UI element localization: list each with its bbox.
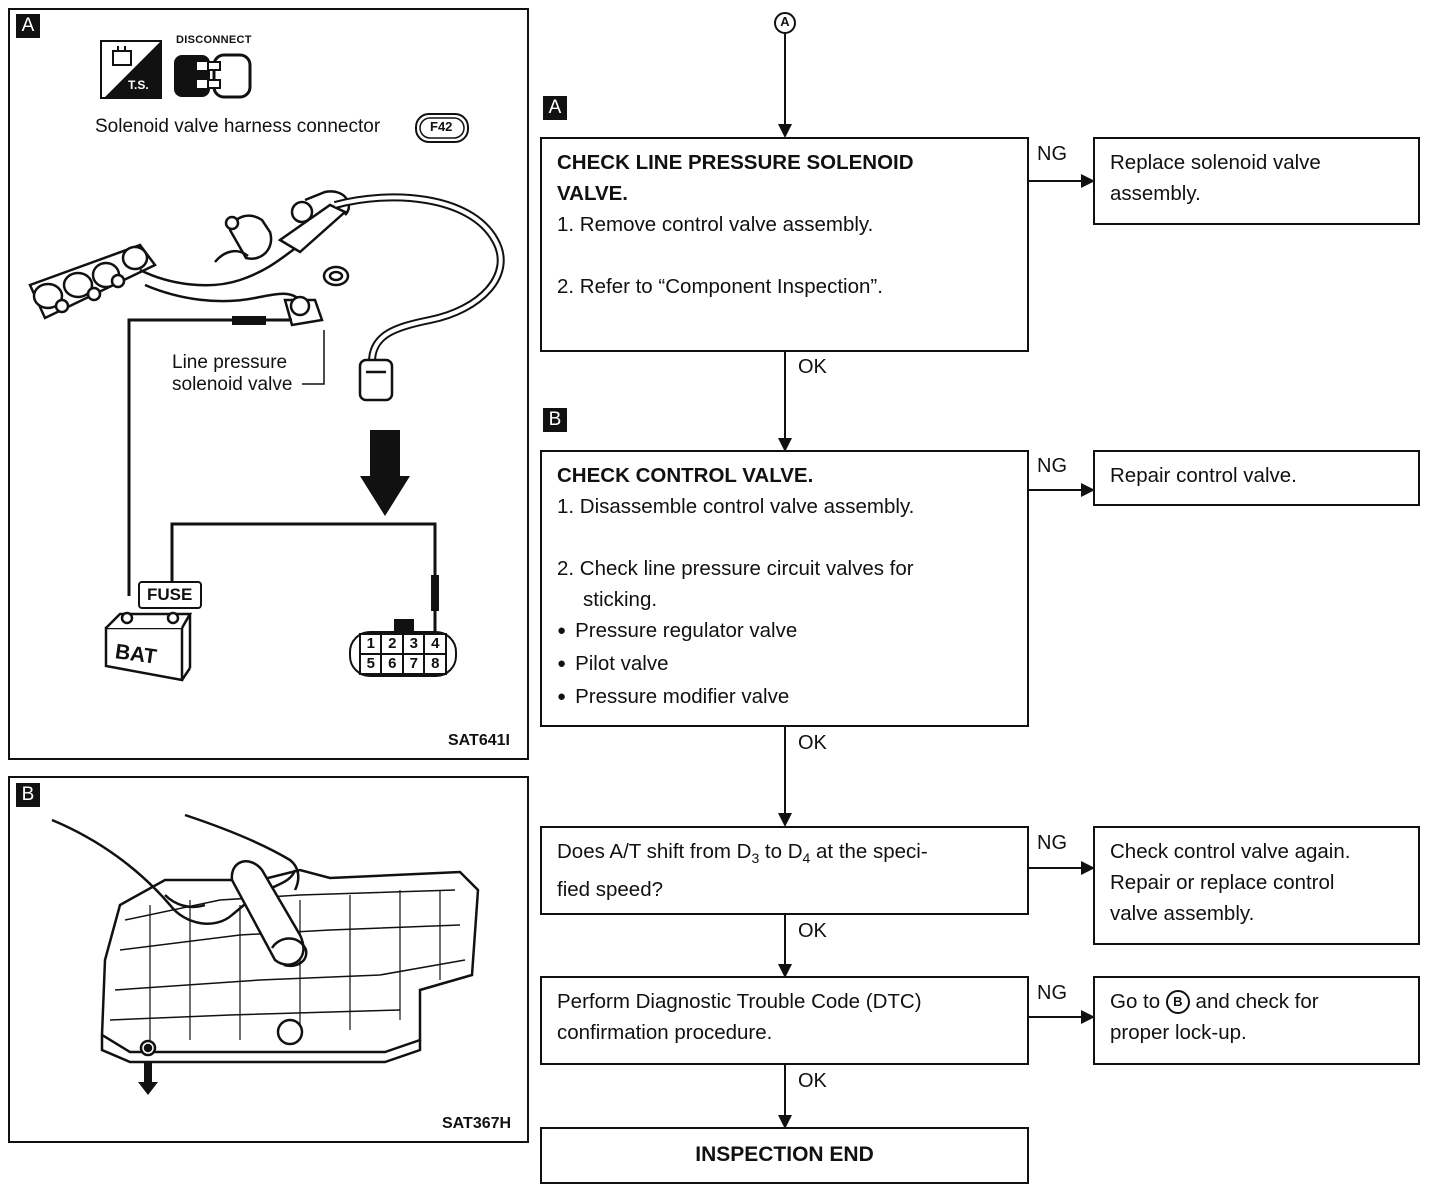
ts-label: T.S. <box>128 78 149 92</box>
check-line-pressure-solenoid-box: CHECK LINE PRESSURE SOLENOID VALVE. 1. R… <box>540 137 1029 352</box>
inspection-end-box: INSPECTION END <box>540 1127 1029 1184</box>
box2-title: CHECK CONTROL VALVE. <box>557 464 814 487</box>
step-b-tag: B <box>543 408 567 432</box>
box3-ng-line-2: Repair or replace control <box>1110 871 1335 894</box>
box3-line-2: fied speed? <box>557 878 664 902</box>
pin-6: 6 <box>388 655 397 672</box>
check-control-valve-again-box: Check control valve again. Repair or rep… <box>1093 826 1420 945</box>
pin-row-bottom: 5 6 7 8 <box>360 655 446 675</box>
panel-b-illustration <box>8 776 529 1143</box>
box2-step-2b: sticking. <box>583 588 658 611</box>
ok-label-3: OK <box>798 920 827 942</box>
circled-b-symbol: B <box>1165 990 1190 1014</box>
ok-label-4: OK <box>798 1070 827 1092</box>
pin-5: 5 <box>366 655 375 672</box>
panel-a-tag: A <box>16 14 40 38</box>
box1-step-2: 2. Refer to “Component Inspection”. <box>557 275 883 298</box>
solenoid-valve-label: solenoid valve <box>172 374 293 395</box>
line-pressure-label: Line pressure <box>172 352 288 373</box>
box4-line-1: Perform Diagnostic Trouble Code (DTC) <box>557 990 922 1013</box>
box3-ng-line-1: Check control valve again. <box>1110 840 1351 863</box>
pin-3: 3 <box>409 635 418 652</box>
ng-label-2: NG <box>1037 455 1067 477</box>
step-a-tag: A <box>543 96 567 120</box>
box4-ng-line-1: Go to B and check for <box>1110 986 1403 1017</box>
box3-sub-2: 4 <box>802 850 811 867</box>
pin-4: 4 <box>431 635 440 652</box>
box1-step-1: 1. Remove control valve assembly. <box>557 213 874 236</box>
pin-1: 1 <box>366 635 375 652</box>
ng-label-4: NG <box>1037 982 1067 1004</box>
shift-check-box: Does A/T shift from D3 to D4 at the spec… <box>540 826 1029 915</box>
go-to-b-box: Go to B and check for proper lock-up. <box>1093 976 1420 1065</box>
ng-label-1: NG <box>1037 143 1067 165</box>
box1-title-1: CHECK LINE PRESSURE SOLENOID <box>557 151 914 174</box>
box4-ng-post: and check for <box>1189 990 1319 1013</box>
connector-title: Solenoid valve harness connector <box>95 116 381 137</box>
box4-ng-line-2: proper lock-up. <box>1110 1021 1247 1044</box>
pin-7: 7 <box>409 655 418 672</box>
box1-ng-text: Replace solenoid valve assembly. <box>1110 151 1321 205</box>
box1-title-2: VALVE. <box>557 182 628 205</box>
ok-label-2: OK <box>798 732 827 754</box>
replace-solenoid-box: Replace solenoid valve assembly. <box>1093 137 1420 225</box>
ng-label-3: NG <box>1037 832 1067 854</box>
box3-post: at the speci- <box>810 840 928 863</box>
box3-mid: to D <box>759 840 803 863</box>
box2-ng-text: Repair control valve. <box>1110 464 1297 487</box>
box2-step-2a: 2. Check line pressure circuit valves fo… <box>557 557 914 580</box>
check-control-valve-box: CHECK CONTROL VALVE. 1. Disassemble cont… <box>540 450 1029 727</box>
disconnect-label: DISCONNECT <box>176 34 252 46</box>
ok-label-1: OK <box>798 356 827 378</box>
inspection-end-text: INSPECTION END <box>695 1143 874 1166</box>
connector-id: F42 <box>430 119 453 134</box>
box2-step-1: 1. Disassemble control valve assembly. <box>557 495 915 518</box>
box3-sub-1: 3 <box>751 850 760 867</box>
pin-row-top: 1 2 3 4 <box>360 635 446 655</box>
start-connector-symbol: A <box>780 14 790 29</box>
box3-ng-line-3: valve assembly. <box>1110 902 1255 925</box>
box2-bullet-2: Pilot valve <box>557 648 1012 681</box>
dtc-confirmation-box: Perform Diagnostic Trouble Code (DTC) co… <box>540 976 1029 1065</box>
figure-ref-a: SAT641I <box>448 732 510 749</box>
fuse-label: FUSE <box>147 585 193 604</box>
pin-8: 8 <box>431 655 440 672</box>
panel-b-tag: B <box>16 783 40 807</box>
box3-line-1: Does A/T shift from D3 to D4 at the spec… <box>557 836 1012 874</box>
box2-bullet-3: Pressure modifier valve <box>557 681 1012 714</box>
box2-bullet-1: Pressure regulator valve <box>557 615 1012 648</box>
repair-control-valve-box: Repair control valve. <box>1093 450 1420 506</box>
box4-ng-pre: Go to <box>1110 990 1166 1013</box>
box4-line-2: confirmation procedure. <box>557 1021 773 1044</box>
box3-pre: Does A/T shift from D <box>557 840 752 863</box>
figure-ref-b: SAT367H <box>442 1115 512 1132</box>
pin-2: 2 <box>388 635 397 652</box>
